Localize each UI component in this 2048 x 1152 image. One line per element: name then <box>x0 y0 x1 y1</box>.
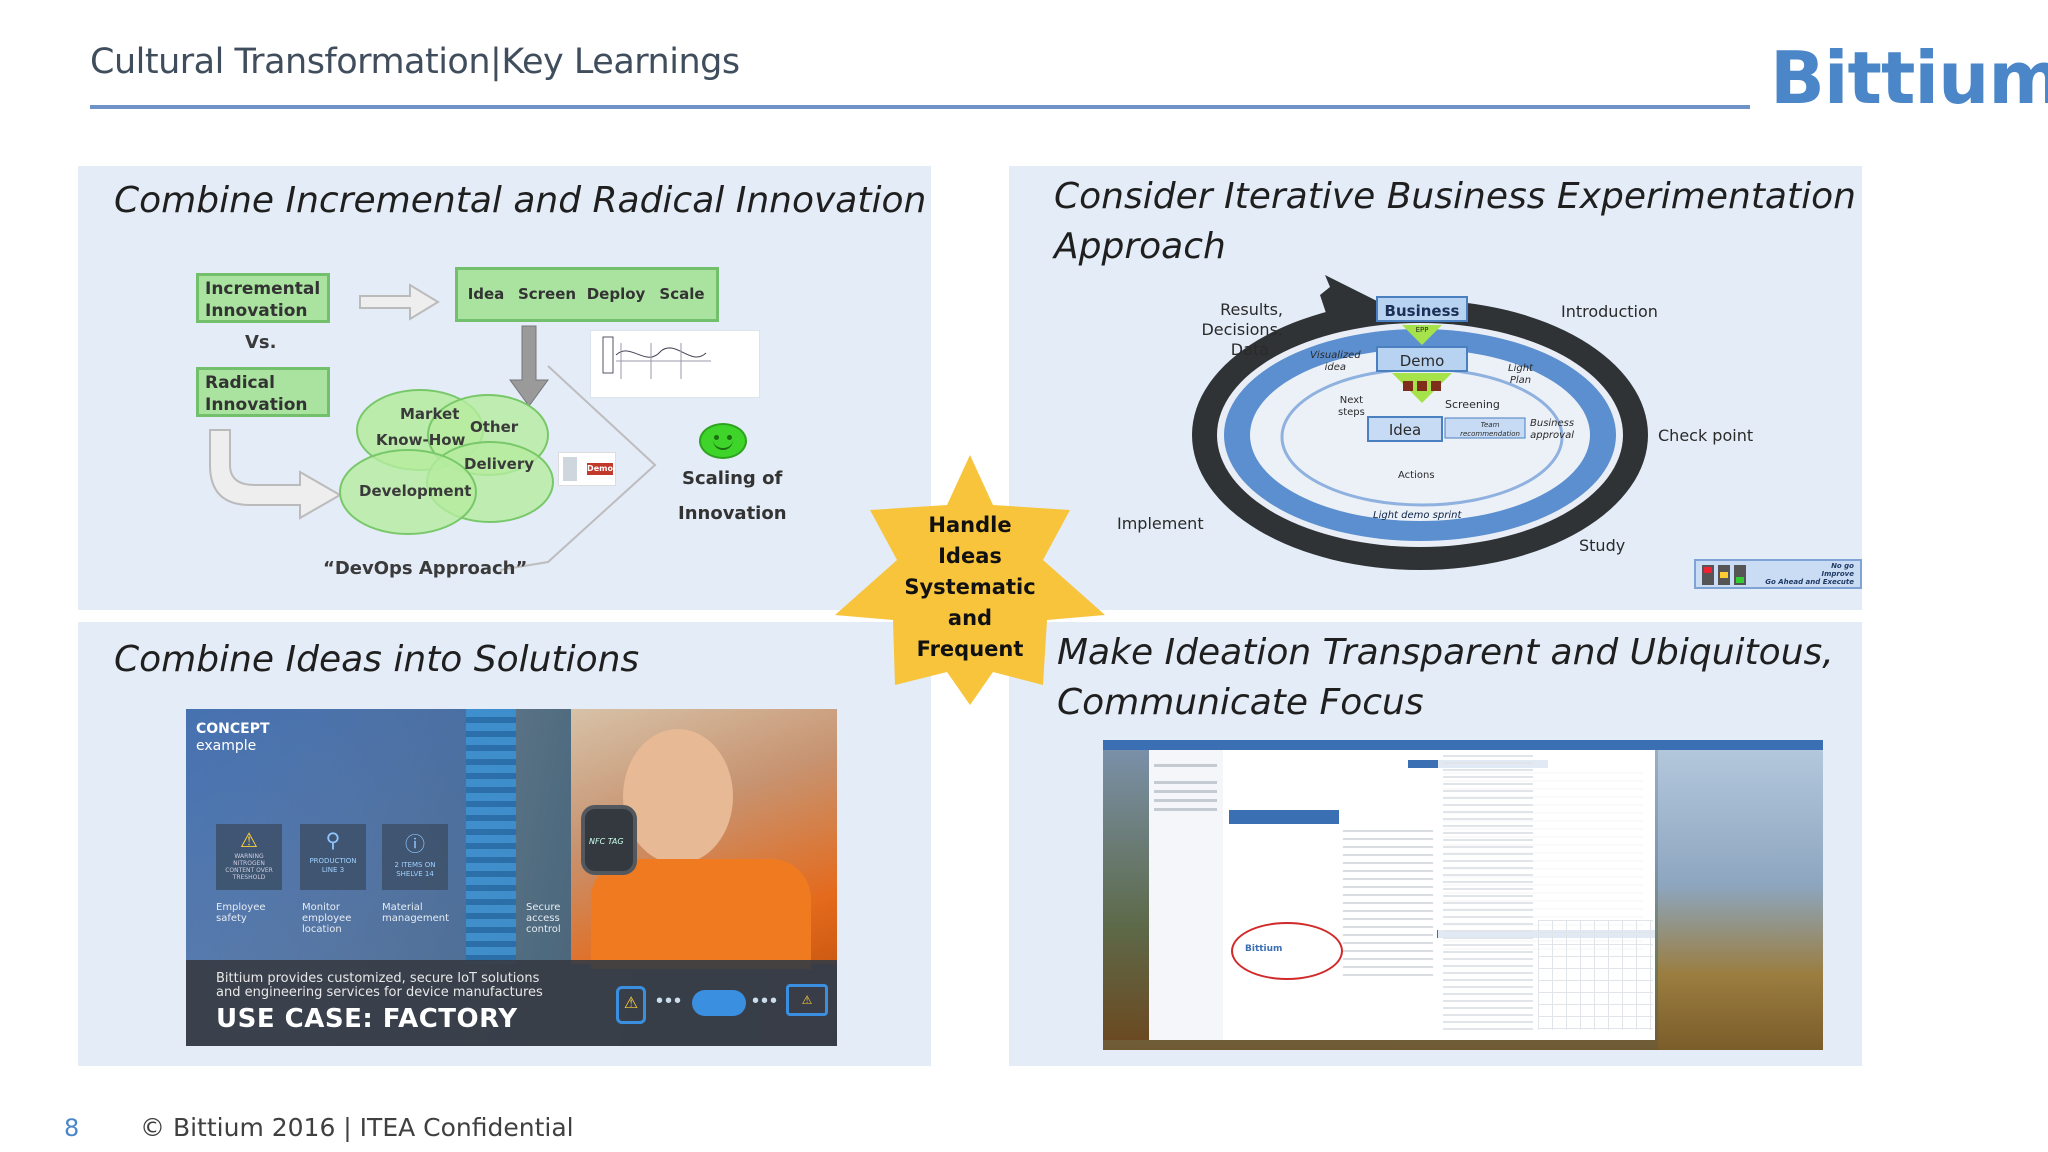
landscape-left <box>1103 750 1149 1040</box>
step-deploy: Deploy <box>586 285 646 303</box>
panel-title-transparent-ideation: Make Ideation Transparent and Ubiquitous… <box>1057 632 1834 723</box>
smartwatch: NFC TAG <box>581 805 637 875</box>
screening-label: Screening <box>1445 398 1500 411</box>
iot-factory-image: CONCEPT example NFC TAG ⚠ WARNING NITROG… <box>186 709 837 1046</box>
smiley-icon <box>699 423 747 459</box>
light-demo-sprint-label: Light demo sprint <box>1373 510 1462 521</box>
visualized-idea-label: Visualized idea <box>1310 350 1361 373</box>
cycle-arrowhead <box>1320 275 1385 330</box>
light-plan-label: Light Plan <box>1508 363 1533 386</box>
innovation-diagram-shapes <box>209 283 657 571</box>
devops-approach-label: “DevOps Approach” <box>323 558 528 579</box>
actions-label: Actions <box>1398 470 1435 481</box>
blue-hose <box>466 709 516 964</box>
monitor-chart-icon: ⚠ <box>786 984 828 1016</box>
demo-box-shape <box>1376 346 1468 372</box>
person-icon <box>563 457 577 481</box>
warning-badge: ⚠ WARNING NITROGEN CONTENT OVER TRESHOLD <box>216 824 282 890</box>
results-label: Results, Decisions, Data <box>1201 300 1283 359</box>
material-management-caption: Material management <box>382 902 449 924</box>
location-pin-icon: ⚲ <box>325 830 341 852</box>
highlight-circle <box>1231 922 1343 980</box>
process-steps-bar <box>455 267 719 322</box>
panel-title-ideas-into-solutions: Combine Ideas into Solutions <box>114 639 640 680</box>
location-badge: ⚲ PRODUCTION LINE 3 <box>300 824 366 890</box>
monitor-location-caption: Monitor employee location <box>302 902 352 935</box>
implement-label: Implement <box>1117 514 1204 533</box>
usecase-title: USE CASE: FACTORY <box>216 1004 518 1034</box>
business-approval-label: Business approval <box>1530 418 1575 441</box>
team-recommendation-shape <box>1444 417 1526 439</box>
panel-title-incremental-radical: Combine Incremental and Radical Innovati… <box>114 180 927 221</box>
info-icon: ⓘ <box>405 834 425 856</box>
bittium-logo: Bittium <box>1770 36 2048 120</box>
introduction-label: Introduction <box>1561 302 1658 321</box>
tool-sidebar <box>1148 750 1223 1040</box>
team-recommendation-label: Team recommendation <box>1460 421 1520 438</box>
tool-top-bar <box>1103 740 1823 750</box>
center-star-text: Handle Ideas Systematic and Frequent <box>904 513 1036 661</box>
step-idea: Idea <box>467 285 505 303</box>
watch-warning-icon: ⚠ <box>616 986 646 1024</box>
development-circle <box>339 449 477 535</box>
warning-icon: ⚠ <box>240 830 258 852</box>
copyright-footer: © Bittium 2016 | ITEA Confidential <box>140 1113 574 1142</box>
slide-title: Cultural Transformation|Key Learnings <box>90 42 740 82</box>
idea-box-shape <box>1367 416 1443 442</box>
tool-calendar <box>1538 920 1653 1030</box>
demo-box-label: Demo <box>1399 352 1445 370</box>
step-scale: Scale <box>659 285 705 303</box>
epp-label: EPP <box>1415 326 1429 334</box>
title-underline <box>90 105 1750 109</box>
business-box-label: Business <box>1384 302 1460 320</box>
arrow-down-shape <box>509 325 549 407</box>
secure-access-caption: Secure access control <box>526 902 561 935</box>
checkpoint-label: Check point <box>1658 426 1754 445</box>
ideation-tool-screenshot: Bittium <box>1103 740 1823 1050</box>
market-know-how-label: Market Know-How <box>376 405 466 449</box>
traffic-light-legend: No go Improve Go Ahead and Execute <box>1694 559 1862 589</box>
development-label: Development <box>359 482 472 500</box>
page-number: 8 <box>64 1114 80 1142</box>
cloud-icon <box>692 990 746 1016</box>
incremental-innovation-box: Incremental Innovation <box>196 273 330 323</box>
bent-arrow-shape <box>209 429 343 520</box>
demo-badge: Demo <box>587 463 613 475</box>
concept-example-label: CONCEPT example <box>196 721 270 754</box>
star-burst <box>835 455 1105 705</box>
next-steps-label: Next steps <box>1338 395 1365 418</box>
other-label: Other <box>470 418 519 436</box>
worker-photo: NFC TAG <box>571 709 837 969</box>
vs-label: Vs. <box>245 332 277 353</box>
arrow-right-shape <box>359 283 440 321</box>
panel-title-iterative-experimentation: Consider Iterative Business Experimentat… <box>1054 176 1856 267</box>
demo-tag-box: Demo <box>558 452 616 486</box>
idea-box-label: Idea <box>1388 421 1422 439</box>
employee-safety-caption: Employee safety <box>216 902 266 924</box>
business-box-shape <box>1376 296 1468 322</box>
study-label: Study <box>1579 536 1626 555</box>
experimentation-cycle-diagram <box>1192 275 1648 570</box>
tool-logo: Bittium <box>1245 944 1283 954</box>
center-star-shape <box>835 455 1105 705</box>
step-screen: Screen <box>517 285 577 303</box>
inventory-badge: ⓘ 2 ITEMS ON SHELVE 14 <box>382 824 448 890</box>
epp-diamond <box>1402 325 1442 345</box>
scaling-chevron <box>499 365 657 571</box>
radical-innovation-box: Radical Innovation <box>196 367 330 417</box>
scaling-label: Scaling of Innovation <box>678 468 787 524</box>
usecase-caption-band: Bittium provides customized, secure IoT … <box>186 960 837 1046</box>
process-graph-thumbnail <box>590 330 760 398</box>
delivery-label: Delivery <box>464 455 535 473</box>
landscape-right <box>1658 750 1823 1050</box>
